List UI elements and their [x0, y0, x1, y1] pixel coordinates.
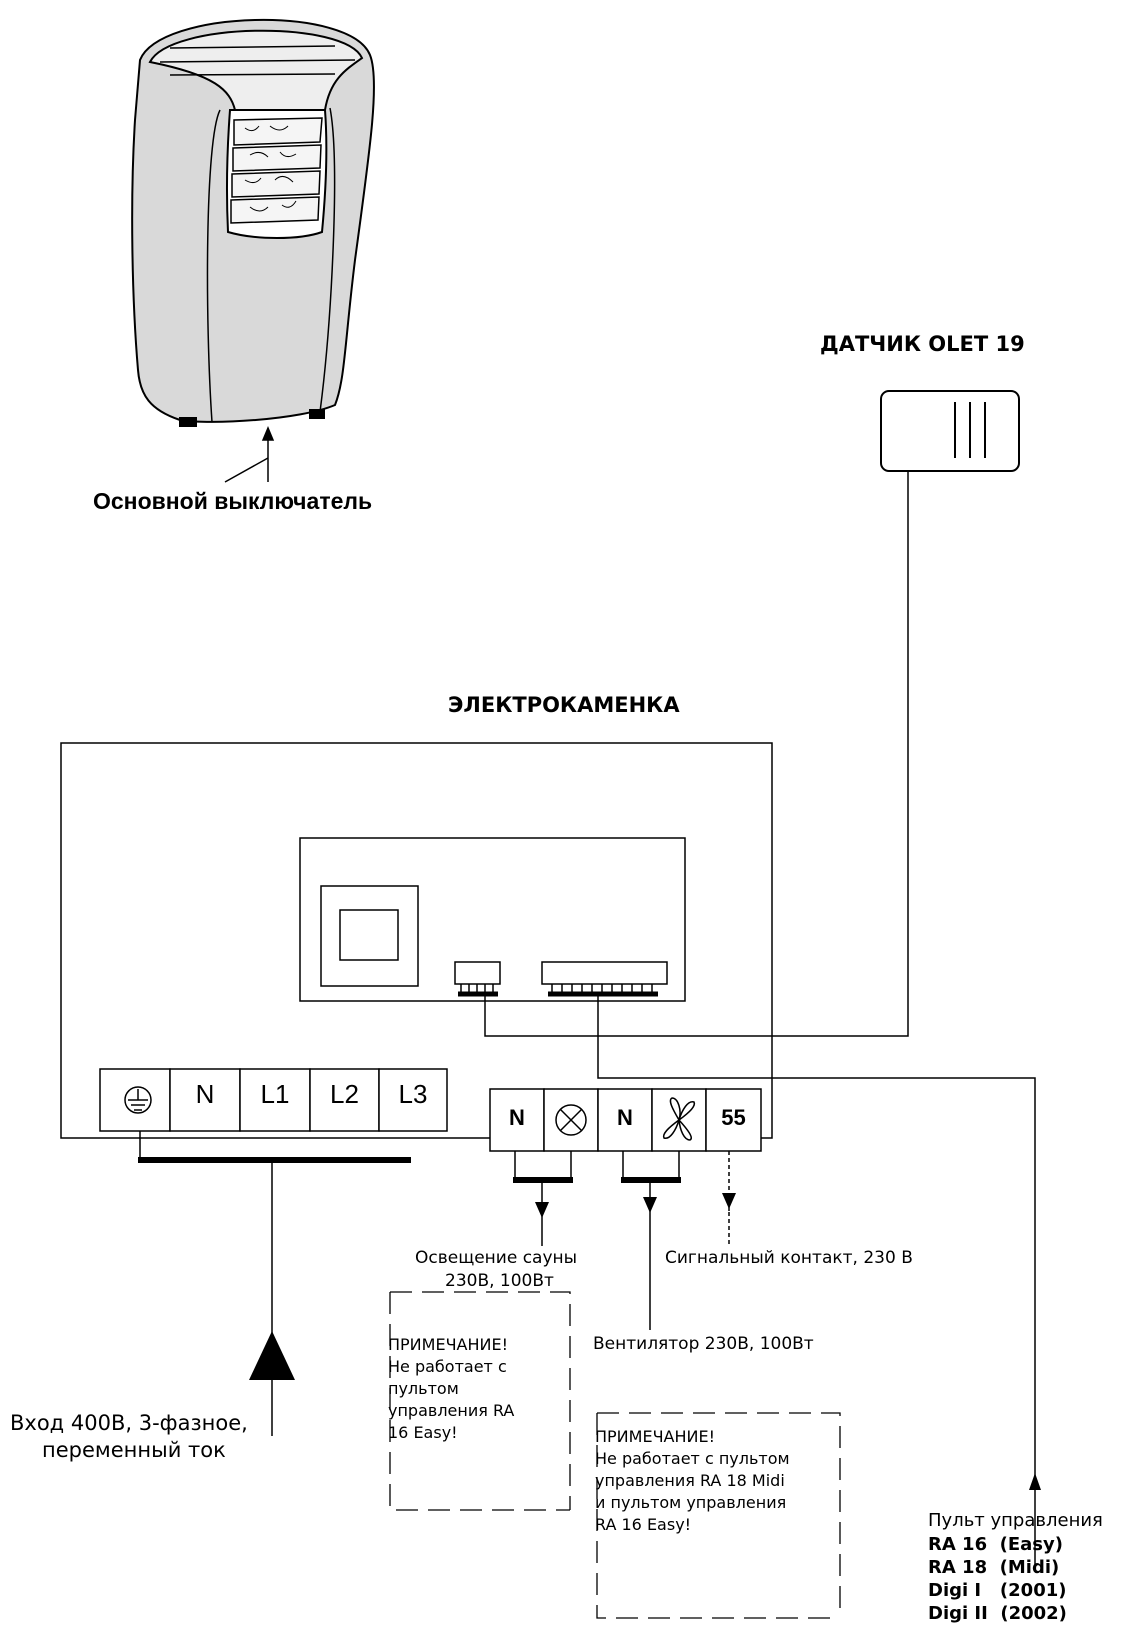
ground-icon [124, 1086, 152, 1114]
aux-terminal-n1: N [509, 1105, 525, 1130]
heater-enclosure [60, 742, 773, 1139]
note-2-line: RA 16 Easy! [595, 1515, 692, 1534]
control-panel-model: Digi II (2002) [928, 1603, 1067, 1624]
fan-icon [662, 1097, 696, 1141]
main-switch-pointer [224, 426, 275, 483]
aux-terminal-n2: N [617, 1105, 633, 1130]
control-panel-arrow [1029, 1473, 1041, 1490]
aux-terminal-55: 55 [721, 1105, 746, 1130]
note-2-line: Не работает с пультом [595, 1449, 790, 1468]
note-2-line: и пультом управления [595, 1493, 787, 1512]
sensor-title: ДАТЧИК OLET 19 [820, 332, 1025, 356]
note-2: ПРИМЕЧАНИЕ! Не работает с пультом управл… [595, 1426, 835, 1536]
terminal-l1: L1 [260, 1079, 290, 1109]
heater-title: ЭЛЕКТРОКАМЕНКА [448, 693, 680, 717]
input-label-2: переменный ток [42, 1438, 226, 1462]
fan-arrow [643, 1197, 657, 1213]
terminal-n: N [195, 1079, 215, 1109]
signal-wires [484, 471, 1036, 1565]
main-switch-label: Основной выключатель [93, 488, 373, 514]
light-label-2: 230В, 100Вт [445, 1271, 554, 1291]
fan-label: Вентилятор 230В, 100Вт [593, 1334, 814, 1354]
fan-wiring [621, 1151, 681, 1330]
note-1: ПРИМЕЧАНИЕ! Не работает с пультом управл… [388, 1334, 558, 1444]
power-terminal-block [99, 1068, 448, 1436]
note-1-line: ПРИМЕЧАНИЕ! [388, 1335, 508, 1354]
control-panel-model: RA 16 (Easy) [928, 1534, 1063, 1555]
control-panel-model: RA 18 (Midi) [928, 1557, 1060, 1578]
note-2-line: управления RA 18 Midi [595, 1471, 785, 1490]
signal-label: Сигнальный контакт, 230 В [665, 1248, 913, 1268]
heater-stove-icon [131, 19, 376, 427]
control-panel-model: Digi I (2001) [928, 1580, 1067, 1601]
lamp-arrow [535, 1202, 549, 1218]
control-board [299, 837, 686, 1002]
note-1-line: пультом [388, 1379, 459, 1398]
terminal-l3: L3 [398, 1079, 428, 1109]
aux-terminal-block [489, 1088, 762, 1152]
note-1-line: управления RA [388, 1401, 515, 1420]
terminal-l2: L2 [330, 1079, 359, 1109]
note-frames [389, 1291, 841, 1619]
light-label-1: Освещение сауны [415, 1248, 578, 1268]
input-label-1: Вход 400В, 3-фазное, [10, 1411, 248, 1435]
note-1-line: 16 Easy! [388, 1423, 458, 1442]
lamp-wiring [513, 1151, 573, 1218]
note-2-line: ПРИМЕЧАНИЕ! [595, 1427, 715, 1446]
lamp-icon [555, 1104, 587, 1136]
sensor-icon [880, 390, 1020, 472]
note-1-line: Не работает с [388, 1357, 507, 1376]
signal-arrow [722, 1193, 736, 1209]
control-panel-title: Пульт управления [928, 1510, 1103, 1531]
input-arrow [249, 1331, 295, 1380]
